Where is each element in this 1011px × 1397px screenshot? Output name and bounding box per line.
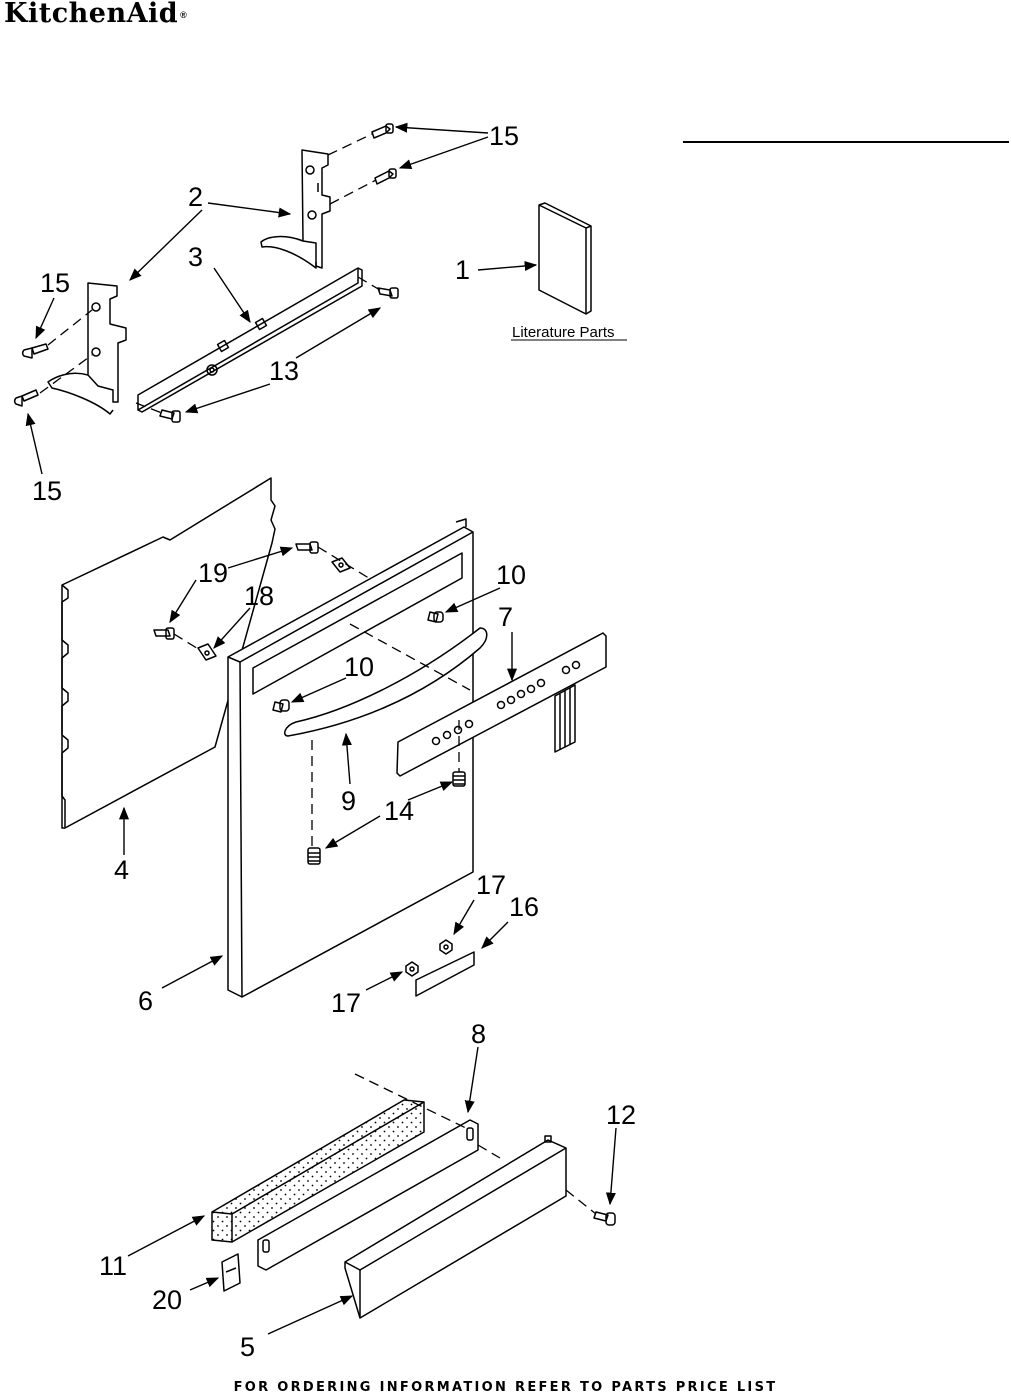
- badge-16: [416, 952, 474, 996]
- callout-8: 8: [471, 1019, 486, 1049]
- callout-18: 18: [244, 581, 274, 611]
- callout-16: 16: [509, 892, 539, 922]
- screw-15-left-a: [23, 344, 48, 358]
- screw-13-left: [160, 410, 180, 422]
- callout-9: 9: [341, 786, 356, 816]
- callout-12: 12: [606, 1100, 636, 1130]
- callout-15-bottom: 15: [32, 476, 62, 506]
- mounting-bracket-left: [48, 283, 126, 414]
- screw-13-right: [378, 288, 398, 298]
- literature-booklet: [539, 203, 591, 314]
- literature-parts-label: Literature Parts: [512, 324, 615, 341]
- ordering-footer: FOR ORDERING INFORMATION REFER TO PARTS …: [0, 1380, 1011, 1395]
- callout-19: 19: [198, 558, 228, 588]
- callout-13: 13: [269, 356, 299, 386]
- callout-11: 11: [99, 1251, 127, 1281]
- callout-5: 5: [240, 1332, 255, 1362]
- callout-7: 7: [498, 602, 513, 632]
- callout-15-left: 15: [40, 268, 70, 298]
- callout-1: 1: [455, 255, 470, 285]
- callout-10-lower: 10: [344, 652, 374, 682]
- mounting-bracket-right: [261, 150, 330, 268]
- callout-17-upper: 17: [476, 870, 506, 900]
- callout-10-upper: 10: [496, 560, 526, 590]
- screw-15-top-a: [372, 124, 393, 138]
- callout-4: 4: [114, 855, 129, 885]
- callout-14: 14: [384, 796, 414, 826]
- screw-19-upper: [296, 542, 318, 553]
- screw-15-top-b: [375, 169, 396, 184]
- callout-17-lower: 17: [331, 988, 361, 1018]
- nut-17-lower: [406, 962, 418, 976]
- nut-17-upper: [440, 940, 452, 954]
- clip-20: [222, 1254, 240, 1291]
- screw-15-left-b: [15, 390, 38, 406]
- callout-6: 6: [138, 986, 153, 1016]
- callout-15-top: 15: [489, 121, 519, 151]
- callout-20: 20: [152, 1285, 182, 1315]
- callout-3: 3: [188, 242, 203, 272]
- callout-2: 2: [188, 182, 203, 212]
- screw-12: [594, 1212, 615, 1225]
